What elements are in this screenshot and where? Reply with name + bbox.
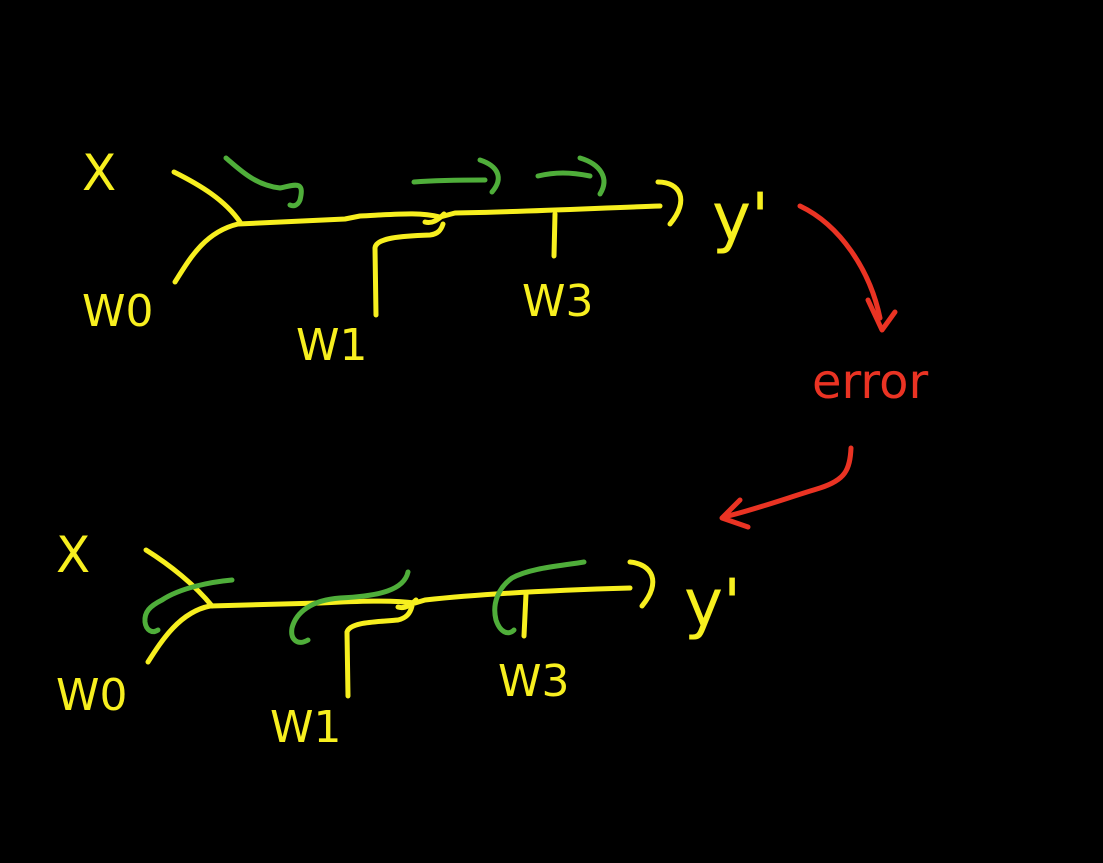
backward-weight-w0: W0 [56, 670, 128, 721]
forward-flow-arrow-2 [411, 157, 501, 195]
error-feedback: error [719, 203, 928, 530]
forward-w1-edge [372, 221, 446, 318]
backward-w1-edge [344, 603, 415, 699]
backward-flow-arrow-1 [142, 577, 235, 635]
forward-input-edge [171, 169, 243, 225]
backward-bump [395, 597, 419, 611]
forward-weight-w1: W1 [296, 320, 368, 371]
backward-main-line [207, 585, 633, 609]
forward-w3-edge [551, 211, 558, 259]
forward-flow-arrow-1 [223, 155, 304, 209]
forward-arrowhead [655, 179, 684, 227]
forward-bump [422, 211, 447, 225]
backward-output-label: y' [684, 565, 741, 642]
forward-input-label: X [82, 144, 116, 202]
forward-pass-network: X y' W0 W1 W3 [82, 144, 769, 371]
backward-weight-w1: W1 [270, 702, 342, 753]
backward-input-label: X [56, 526, 90, 584]
forward-flow-arrow-3 [535, 155, 607, 197]
backward-weight-w3: W3 [498, 656, 570, 707]
forward-weight-w3: W3 [522, 276, 594, 327]
error-arrow-back [719, 445, 854, 530]
forward-w0-edge [172, 221, 241, 285]
backward-w3-edge [521, 591, 529, 639]
forward-output-label: y' [712, 179, 769, 256]
backward-pass-network: X y' W0 W1 W3 [56, 526, 741, 753]
backward-w0-edge [145, 603, 213, 665]
backward-arrowhead [627, 559, 656, 609]
backward-flow-arrow-2 [289, 569, 411, 645]
error-arrow-down [797, 203, 898, 333]
error-label: error [812, 354, 928, 410]
backward-flow-arrow-3 [492, 559, 587, 636]
forward-main-line [235, 203, 663, 227]
forward-weight-w0: W0 [82, 286, 154, 337]
backward-input-edge [143, 547, 215, 609]
